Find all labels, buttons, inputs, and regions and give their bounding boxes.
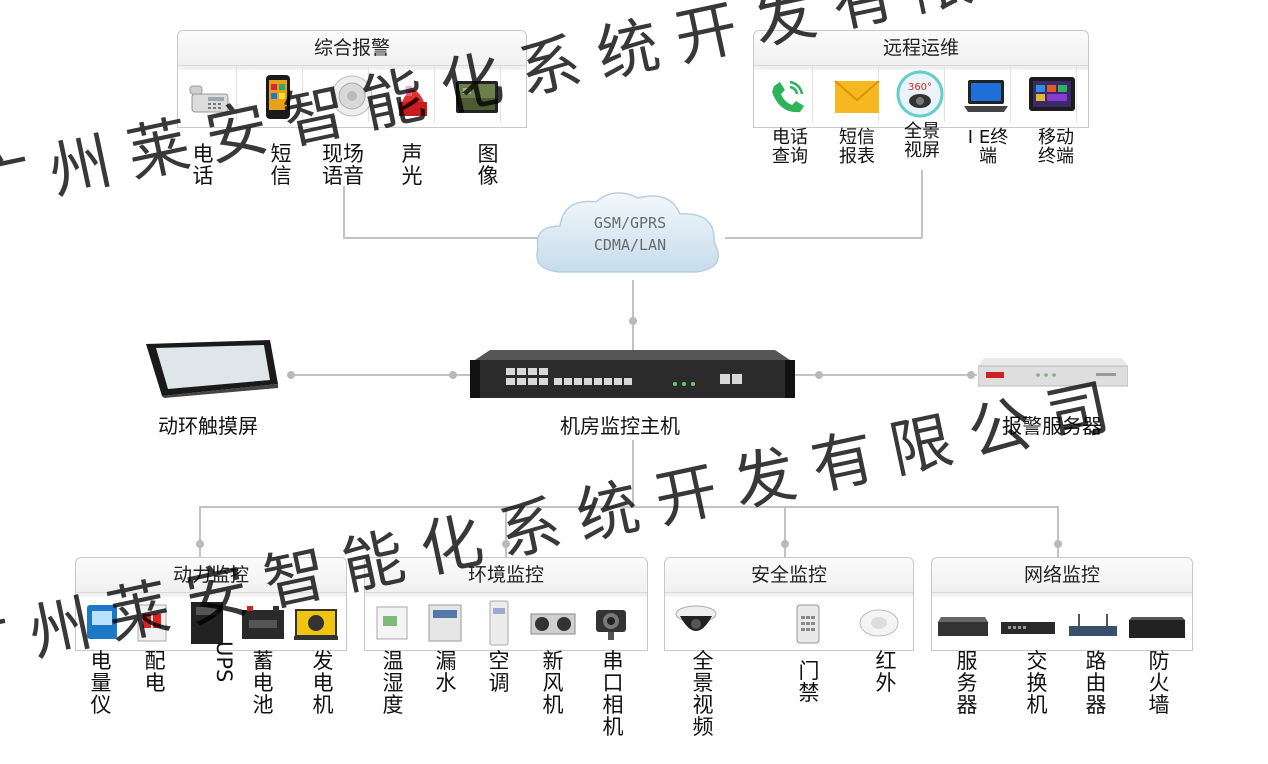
env-label-serial-camera: 串口相机 xyxy=(602,649,624,739)
panoramic-camera-icon: 360° xyxy=(896,70,944,118)
remote-item-label-phone-query: 电话查询 xyxy=(772,127,808,167)
cloud-host-dot xyxy=(629,317,637,325)
envelope-icon xyxy=(834,80,880,113)
alarm-item-label-image: 图像 xyxy=(477,142,499,188)
env-label-fresh-air: 新风机 xyxy=(542,649,564,717)
thermo-sensor-icon xyxy=(376,606,408,640)
alarm-server-label: 报警服务器 xyxy=(1002,414,1102,438)
remote-item-label-mobile: 移动终端 xyxy=(1038,127,1074,167)
desk-phone-icon xyxy=(189,85,229,113)
remote-item-label-panorama: 全景视屏 xyxy=(904,121,940,161)
network-cloud-icon xyxy=(536,192,719,273)
breaker-icon xyxy=(137,604,167,642)
cloud-label-line1: GSM/GPRS xyxy=(593,214,667,232)
network-label-server: 服务器 xyxy=(956,649,978,717)
mobile-phone-icon xyxy=(266,75,290,119)
server-dot-right xyxy=(967,371,975,379)
alarm-panel-title: 综合报警 xyxy=(178,31,526,66)
alarm-item-label-phone: 电话 xyxy=(192,142,214,188)
alarm-server-icon xyxy=(978,358,1128,387)
laptop-icon xyxy=(964,80,1008,112)
leak-sensor-icon xyxy=(428,604,462,642)
bottom-bus-line xyxy=(199,506,1059,508)
bus-dot-power xyxy=(196,540,204,548)
alarm-item-label-voice: 现场语音 xyxy=(322,142,364,188)
cloud-label-line2: CDMA/LAN xyxy=(593,236,667,254)
env-label-temp-humidity: 温湿度 xyxy=(382,649,404,717)
environment-monitor-title: 环境监控 xyxy=(365,558,647,593)
touchscreen-host-line xyxy=(290,374,472,376)
monitor-image-icon xyxy=(456,81,498,113)
server-icon xyxy=(938,617,988,636)
serial-camera-icon xyxy=(596,610,626,640)
power-monitor-title: 动力监控 xyxy=(76,558,346,593)
firewall-icon xyxy=(1129,617,1185,638)
network-label-router: 路由器 xyxy=(1085,649,1107,717)
server-dot-left xyxy=(815,371,823,379)
power-label-generator: 发电机 xyxy=(312,649,334,717)
security-label-access: 门禁 xyxy=(798,659,820,705)
touch-screen-icon xyxy=(146,340,278,398)
meter-icon xyxy=(87,605,117,639)
network-monitor-title: 网络监控 xyxy=(932,558,1192,593)
alarm-connector-horizontal xyxy=(343,237,543,239)
bus-drop-env xyxy=(505,506,507,558)
host-down-line xyxy=(632,440,634,508)
remote-connector-horizontal xyxy=(725,237,922,239)
bus-dot-env xyxy=(502,540,510,548)
battery-icon xyxy=(242,606,284,639)
air-conditioner-icon xyxy=(489,600,509,646)
tablet-icon xyxy=(1029,77,1075,111)
speaker-icon xyxy=(331,75,373,117)
monitoring-host-icon xyxy=(470,350,795,398)
remote-connector-right xyxy=(921,170,923,238)
network-label-switch: 交换机 xyxy=(1026,649,1048,717)
network-label-firewall: 防火墙 xyxy=(1148,649,1170,717)
power-label-meter: 电量仪 xyxy=(90,649,112,717)
bus-drop-security xyxy=(784,506,786,558)
remote-panel-title: 远程运维 xyxy=(754,31,1088,66)
svg-text:360°: 360° xyxy=(908,82,932,93)
phone-call-icon xyxy=(772,80,804,113)
bus-drop-network xyxy=(1057,506,1059,558)
alarm-item-label-sms: 短信 xyxy=(270,142,292,188)
env-label-ac: 空调 xyxy=(488,649,510,695)
remote-item-label-sms-report: 短信报表 xyxy=(839,127,875,167)
bus-dot-network xyxy=(1054,540,1062,548)
power-label-ups: UPS xyxy=(212,641,236,683)
security-label-panorama: 全景视频 xyxy=(692,649,714,739)
touch-screen-label: 动环触摸屏 xyxy=(158,414,258,438)
ups-icon xyxy=(191,602,223,644)
power-label-distribution: 配电 xyxy=(144,649,166,695)
generator-icon xyxy=(294,609,338,640)
router-icon xyxy=(1069,614,1117,636)
bus-drop-power xyxy=(199,506,201,558)
power-label-battery: 蓄电池 xyxy=(252,649,274,717)
host-server-line xyxy=(795,374,977,376)
alarm-connector-left xyxy=(343,186,345,238)
touchscreen-dot-right xyxy=(449,371,457,379)
touchscreen-dot-left xyxy=(287,371,295,379)
security-monitor-title: 安全监控 xyxy=(665,558,913,593)
security-label-infrared: 红外 xyxy=(875,649,897,695)
keypad-icon xyxy=(796,604,820,644)
monitoring-host-label: 机房监控主机 xyxy=(560,414,680,438)
remote-item-label-ie: I E终端 xyxy=(967,127,1009,167)
bus-dot-security xyxy=(781,540,789,548)
dome-camera-icon xyxy=(675,605,717,631)
switch-icon xyxy=(1001,622,1055,634)
fresh-air-icon xyxy=(530,613,576,635)
alarm-item-label-light: 声光 xyxy=(401,142,423,188)
env-label-leak: 漏水 xyxy=(435,649,457,695)
siren-icon xyxy=(399,86,427,116)
cloud-to-host-line xyxy=(632,280,634,350)
infrared-sensor-icon xyxy=(859,609,899,637)
